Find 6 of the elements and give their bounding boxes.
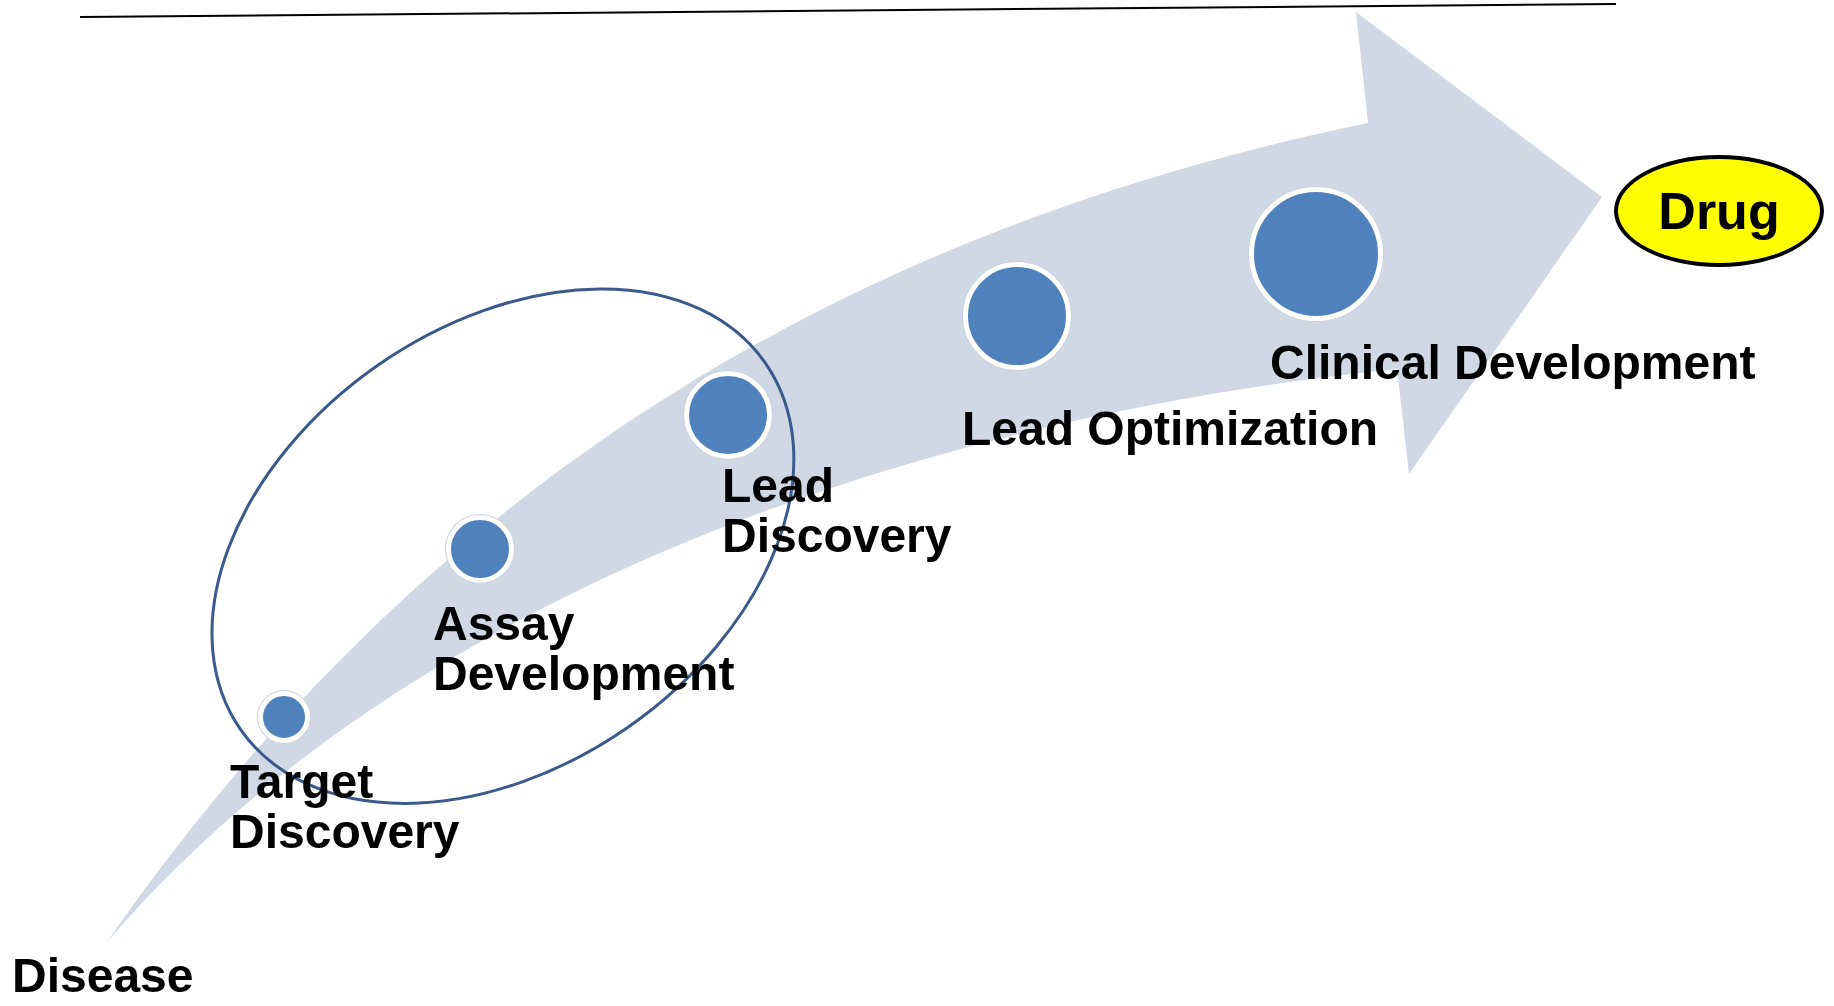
start-label: Disease — [12, 950, 222, 1002]
stage-dot — [446, 515, 514, 583]
stage-label: Clinical Development — [1270, 338, 1756, 388]
goal-label: Drug — [1658, 181, 1780, 241]
stage-dot — [258, 691, 310, 743]
stage-label: Lead Optimization — [962, 404, 1378, 454]
